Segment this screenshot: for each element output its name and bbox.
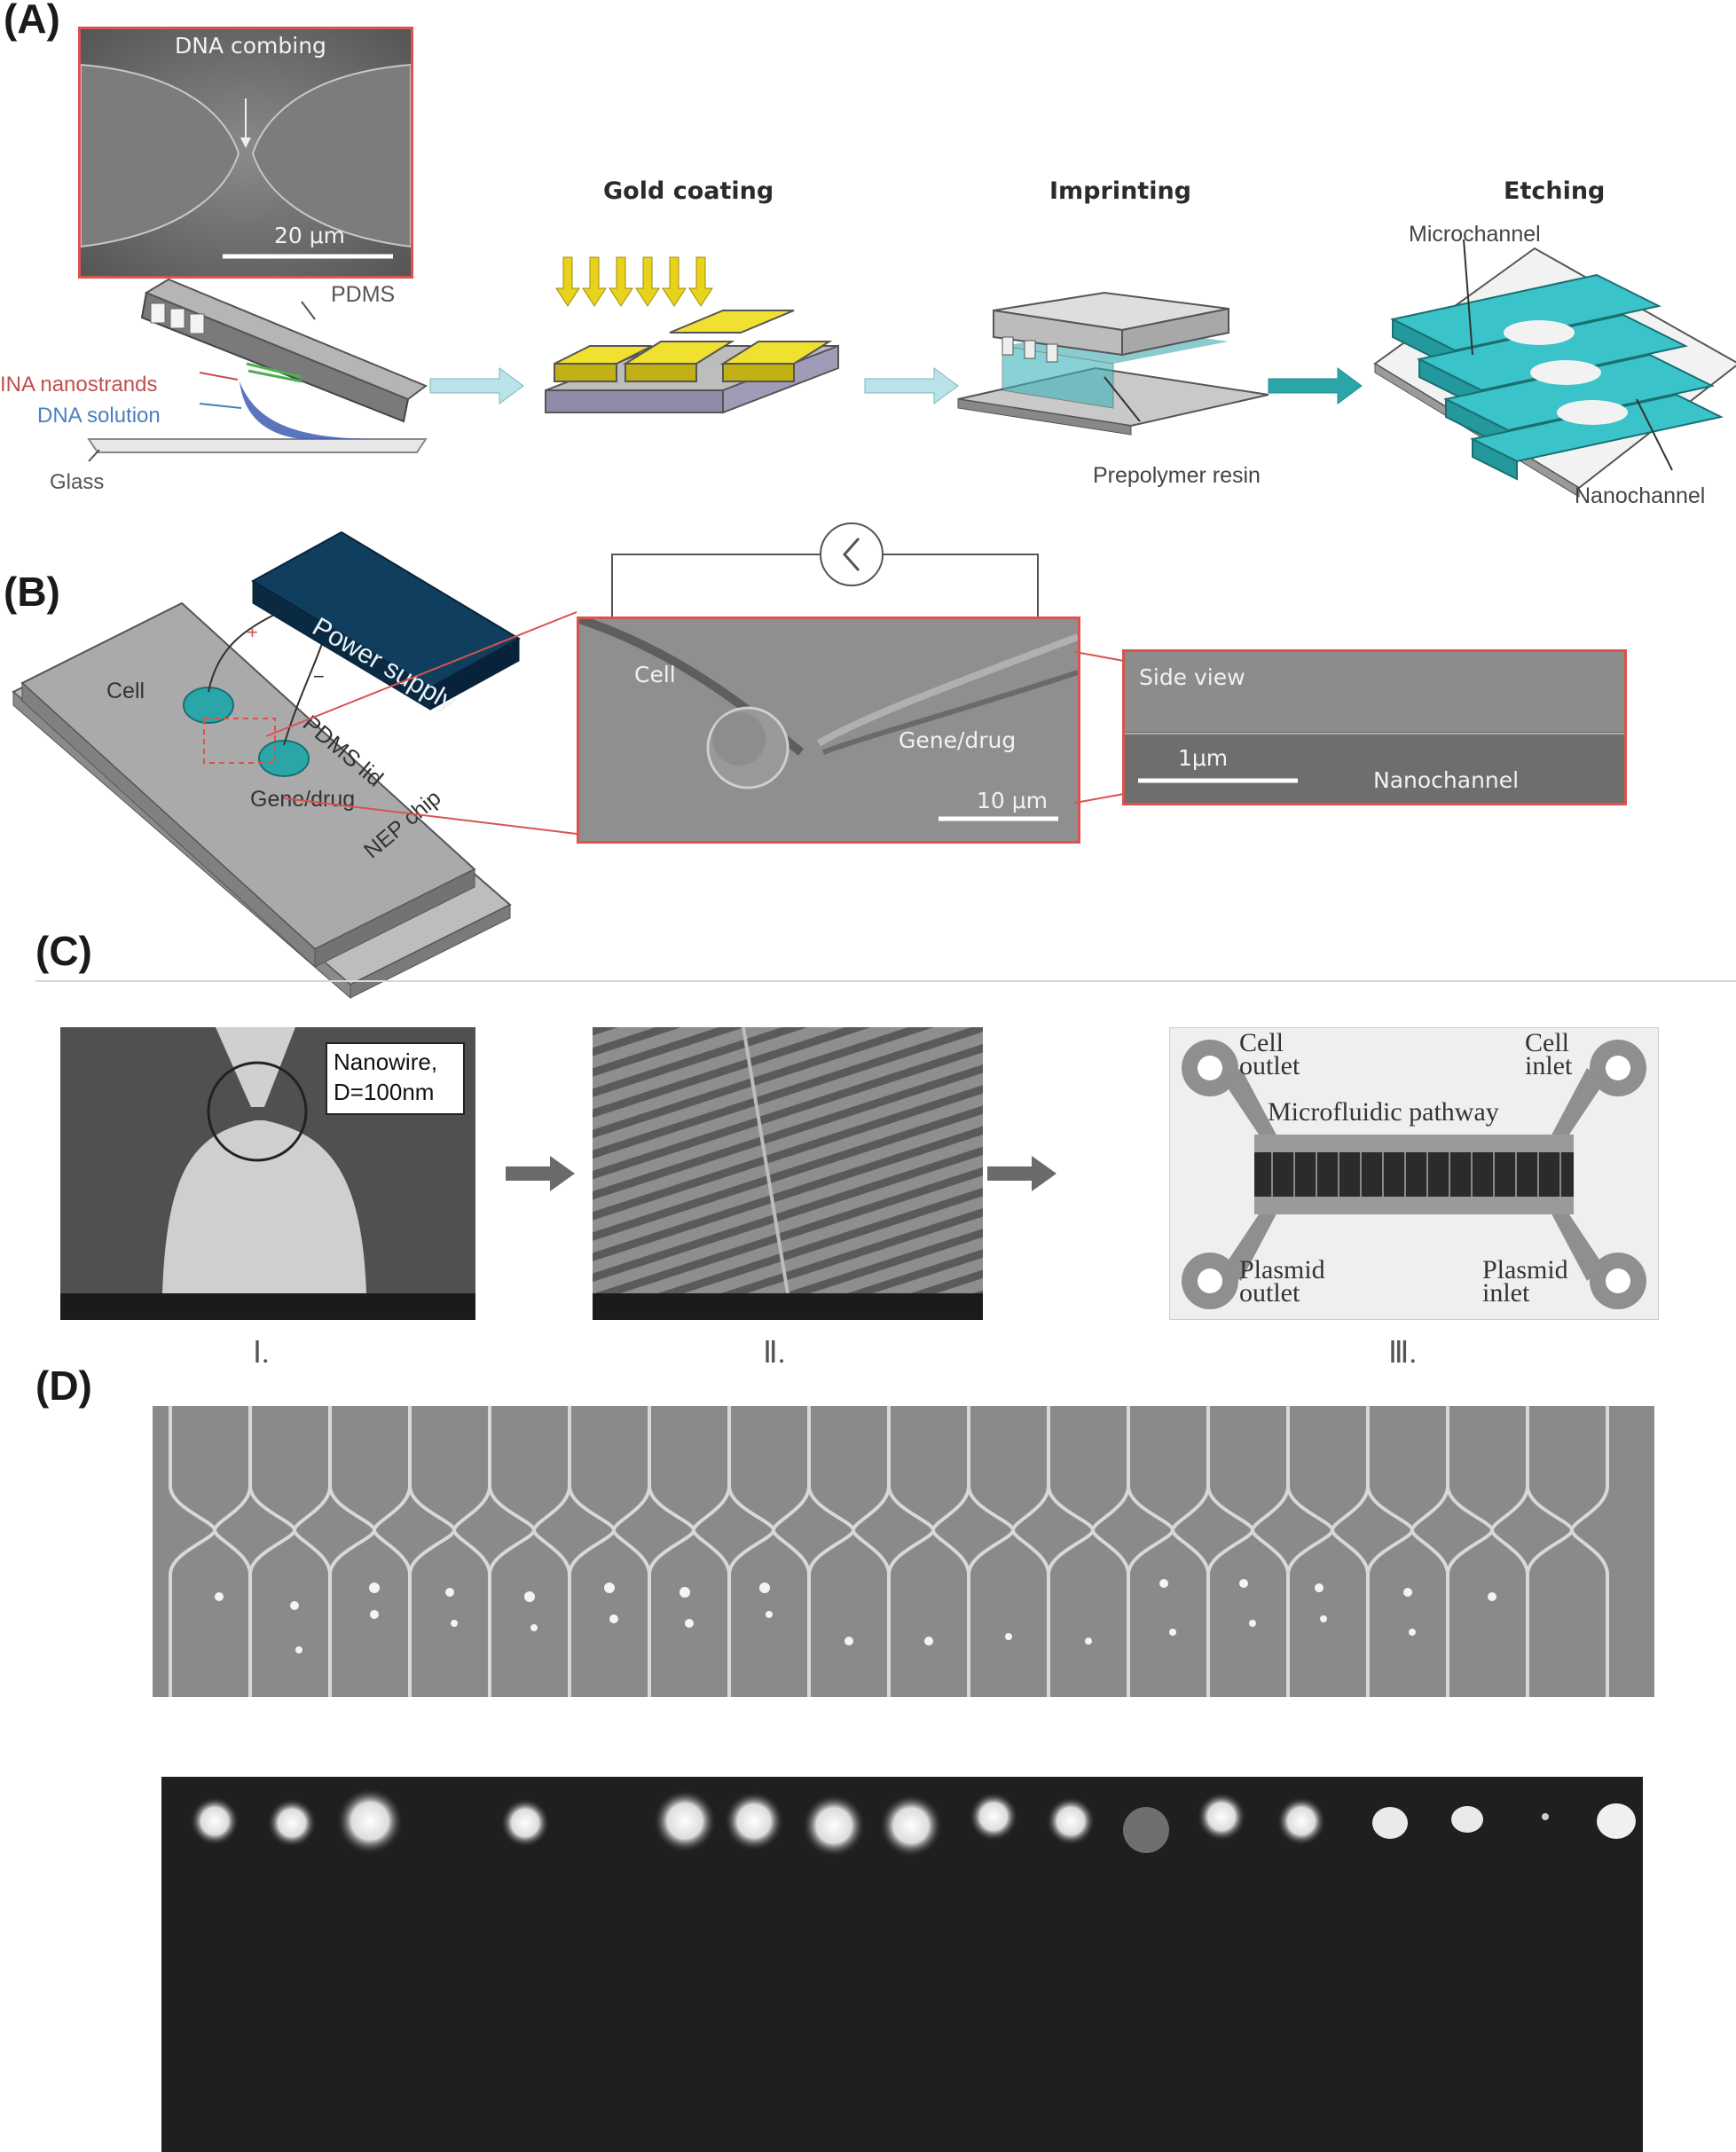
panel-c-letter: (C)	[35, 928, 92, 974]
minus-sign: −	[313, 665, 325, 687]
diameter-label: D=100nm	[334, 1079, 435, 1105]
cell-inlet-label-2: inlet	[1525, 1051, 1573, 1080]
prepolymer-resin-label: Prepolymer resin	[1093, 463, 1261, 488]
nanowire-content	[60, 1027, 475, 1320]
cell-micrograph: Cell Gene/drug 10 μm	[577, 617, 1080, 844]
side-view-micrograph: Side view 1μm Nanochannel	[1122, 649, 1627, 805]
cell-inlet-label-1: Cell	[1525, 1028, 1569, 1057]
micrograph-content	[579, 619, 1078, 841]
etching-illustration	[1373, 239, 1736, 498]
process-arrow-3	[1268, 367, 1363, 404]
plasmid-inlet-label-2: inlet	[1482, 1278, 1530, 1308]
microfluidic-pathway-label: Microfluidic pathway	[1268, 1097, 1499, 1127]
glass-label: Glass	[50, 470, 105, 494]
microfluidic-device: Cell outlet Cell inlet Microfluidic path…	[1169, 1027, 1659, 1320]
micro-gene-label: Gene/drug	[899, 727, 1017, 753]
imprinting-illustration	[957, 291, 1269, 436]
pdms-label: PDMS	[331, 282, 396, 307]
cell-label-b: Cell	[106, 679, 145, 703]
cell-outlet-label-2: outlet	[1239, 1051, 1300, 1080]
trap-array	[153, 1406, 1654, 1697]
micro-cell-label: Cell	[634, 662, 676, 687]
inset-scale-label: 20 μm	[274, 223, 346, 248]
numeral-iii: Ⅲ.	[1388, 1337, 1417, 1370]
panel-b-letter: (B)	[4, 569, 60, 615]
plasmid-inlet-label-1: Plasmid	[1482, 1255, 1568, 1284]
plus-sign: +	[247, 621, 258, 643]
cell-trap-brightfield	[153, 1406, 1654, 1697]
plasmid-outlet-label-2: outlet	[1239, 1278, 1300, 1308]
dna-solution-label: DNA solution	[37, 404, 161, 428]
nanowire-sem: Nanowire, D=100nm	[60, 1027, 475, 1320]
cell-outlet-label-1: Cell	[1239, 1028, 1284, 1057]
side-view-label: Side view	[1139, 664, 1245, 690]
c-arrow-1	[506, 1156, 575, 1191]
plasmid-outlet-label-1: Plasmid	[1239, 1255, 1325, 1284]
dna-combing-sem-inset: DNA combing 20 μm	[78, 27, 413, 279]
c-arrow-2	[987, 1156, 1057, 1191]
side-view-content	[1125, 652, 1624, 803]
side-nanochannel-label: Nanochannel	[1373, 767, 1520, 793]
grating-content	[593, 1027, 983, 1320]
micro-scale-label: 10 μm	[977, 788, 1049, 813]
device-content	[1182, 1040, 1646, 1309]
combing-channel-shape	[81, 29, 411, 276]
numeral-i: Ⅰ.	[253, 1337, 270, 1370]
cell-fluorescence-image	[161, 1777, 1643, 2152]
circuit-wire	[611, 522, 1039, 625]
etching-title: Etching	[1504, 177, 1606, 205]
microchannel-label: Microchannel	[1409, 222, 1541, 247]
zoom-lines-b	[265, 611, 577, 835]
imprinting-title: Imprinting	[1049, 177, 1192, 205]
gold-coating-illustration	[545, 256, 839, 414]
gene-drug-label-b: Gene/drug	[250, 787, 356, 812]
panel-d-letter: (D)	[35, 1363, 92, 1409]
zoom-lines-side	[1074, 651, 1125, 804]
pdms-combing-illustration	[87, 278, 428, 462]
process-arrow-1	[429, 367, 524, 404]
nanochannel-label-a: Nanochannel	[1575, 483, 1706, 508]
nep-chip-illustration	[12, 601, 512, 1000]
panel-c-divider	[35, 980, 1736, 982]
nanowire-label: Nanowire,	[334, 1049, 438, 1075]
power-supply-box	[250, 530, 522, 711]
side-scale-label: 1μm	[1178, 745, 1229, 771]
fluorescence-spots	[161, 1777, 1643, 2152]
gold-coating-title: Gold coating	[603, 177, 774, 205]
dna-combing-label: DNA combing	[175, 33, 326, 59]
dna-nanostrands-label: INA nanostrands	[0, 373, 158, 397]
panel-a-letter: (A)	[4, 0, 60, 42]
numeral-ii: Ⅱ.	[763, 1337, 786, 1370]
process-arrow-2	[864, 367, 959, 404]
grating-sem	[593, 1027, 983, 1320]
